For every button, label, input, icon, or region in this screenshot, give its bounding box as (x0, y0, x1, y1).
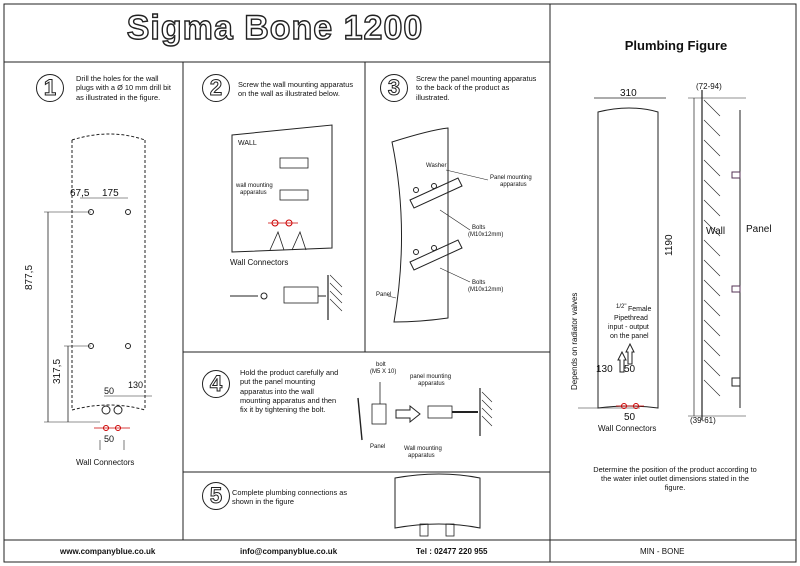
step1-dim-175: 175 (102, 188, 119, 199)
plumbing-female-line-1: Female (628, 306, 652, 313)
frame-lines (3, 3, 797, 563)
footer-website[interactable]: www.companyblue.co.uk (60, 547, 156, 556)
footer-email[interactable]: info@companyblue.co.uk (240, 547, 338, 556)
step1-dim-67: 67,5 (70, 188, 90, 199)
step1-drawing (44, 133, 152, 450)
step1-text: Drill the holes for the wall plugs with … (76, 74, 171, 102)
step2-apparatus-label-2: apparatus (240, 190, 267, 196)
step5-number: 5 (202, 482, 230, 510)
plumbing-female-line-2: Pipethread (614, 315, 648, 322)
step2-drawing (230, 124, 343, 320)
step4-panel-app-label-1: panel mounting (410, 374, 452, 380)
footer-model: MIN - BONE (640, 547, 685, 556)
step3-panel-app-label-2: apparatus (500, 182, 527, 188)
plumbing-female-line-3: input - output (608, 324, 649, 331)
step2-text: Screw the wall mounting apparatus on the… (238, 80, 354, 99)
footer-phone: Tel : 02477 220 955 (416, 547, 488, 556)
step3-bolts-size-2: (M10x12mm) (468, 287, 504, 293)
plumbing-dim-130: 130 (596, 364, 613, 375)
plumbing-note: Determine the position of the product ac… (593, 465, 757, 492)
step1-dim-50: 50 (104, 386, 115, 396)
plumbing-dim-height: 1190 (664, 234, 675, 256)
step2-connectors-label: Wall Connectors (230, 258, 289, 267)
step2-wall-label: WALL (238, 140, 257, 147)
plumbing-wall-label: Wall (706, 226, 726, 237)
step4-number: 4 (202, 370, 230, 398)
step3-bolts-label-2: Bolts (472, 280, 486, 286)
step3-bolts-size-1: (M10x12mm) (468, 232, 504, 238)
plumbing-panel-label: Panel (746, 224, 772, 235)
step1-dim-130: 130 (128, 380, 144, 390)
step1-dim-877: 877,5 (24, 264, 35, 290)
plumbing-depends-label: Depends on radiator valves (570, 292, 579, 390)
step1-dim-317: 317,5 (52, 358, 63, 384)
plumbing-dim-50: 50 (624, 364, 636, 375)
step4-panel-app-label-2: apparatus (418, 381, 445, 387)
plumbing-dim-50b: 50 (624, 412, 636, 423)
step3-washer-label: Washer (426, 163, 447, 169)
plumbing-drawing (578, 90, 746, 420)
step4-bolt-size: (M5 X 10) (370, 369, 397, 375)
step5-drawing (394, 473, 481, 537)
step5-text: Complete plumbing connections as shown i… (232, 488, 348, 507)
step2-apparatus-label-1: wall mounting (236, 183, 273, 189)
step1-dim-50b: 50 (104, 434, 115, 444)
plumbing-dim-top: (72-94) (696, 82, 722, 91)
step4-text: Hold the product carefully and put the p… (240, 368, 339, 414)
step4-wall-app-label-1: Wall mounting (404, 446, 442, 452)
step4-panel-label: Panel (370, 444, 386, 450)
step4-bolt-label: bolt (376, 362, 386, 368)
step3-panel-label: Panel (376, 292, 392, 298)
plumbing-female-line-4: on the panel (610, 333, 649, 340)
step4-drawing (357, 382, 493, 441)
step3-drawing (387, 127, 489, 323)
step3-number: 3 (380, 74, 408, 102)
plumbing-connectors-label: Wall Connectors (598, 424, 657, 433)
plumbing-female-fraction: 1/2" (616, 304, 627, 310)
step2-number: 2 (202, 74, 230, 102)
plumbing-dim-width: 310 (620, 88, 637, 99)
step3-panel-app-label-1: Panel mounting (490, 175, 532, 181)
step4-wall-app-label-2: apparatus (408, 453, 435, 459)
step1-number: 1 (36, 74, 64, 102)
step1-connectors-label: Wall Connectors (76, 458, 135, 467)
plumbing-dim-bottom: (39-61) (690, 416, 716, 425)
step3-text: Screw the panel mounting apparatus to th… (416, 74, 537, 102)
step3-bolts-label-1: Bolts (472, 225, 486, 231)
plumbing-figure-title: Plumbing Figure (624, 38, 728, 53)
document-title: Sigma Bone 1200 (126, 8, 424, 47)
